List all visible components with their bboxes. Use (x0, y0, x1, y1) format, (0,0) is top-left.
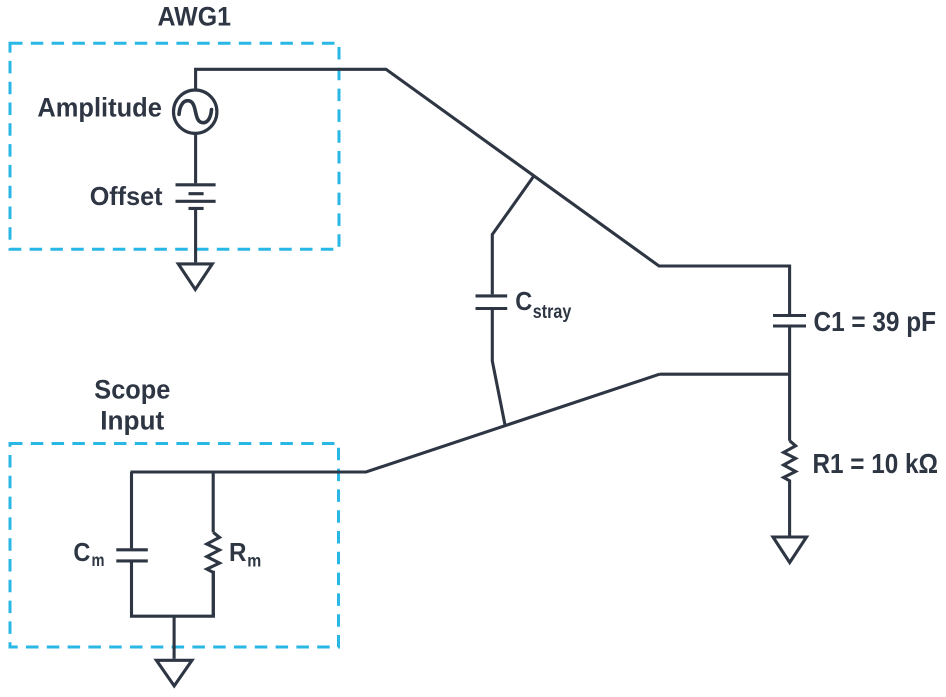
svg-text:C: C (515, 286, 532, 316)
svg-text:R: R (229, 537, 247, 567)
svg-text:C: C (73, 537, 90, 567)
svg-text:Input: Input (100, 406, 164, 436)
svg-text:m: m (92, 550, 105, 570)
svg-text:m: m (247, 551, 261, 571)
svg-text:Amplitude: Amplitude (37, 92, 161, 122)
svg-text:stray: stray (533, 302, 572, 323)
svg-text:C1 = 39 pF: C1 = 39 pF (814, 306, 937, 337)
svg-text:Scope: Scope (94, 374, 170, 404)
svg-text:AWG1: AWG1 (158, 1, 232, 31)
svg-text:R1 = 10 kΩ: R1 = 10 kΩ (813, 448, 939, 479)
svg-text:Offset: Offset (90, 181, 163, 211)
